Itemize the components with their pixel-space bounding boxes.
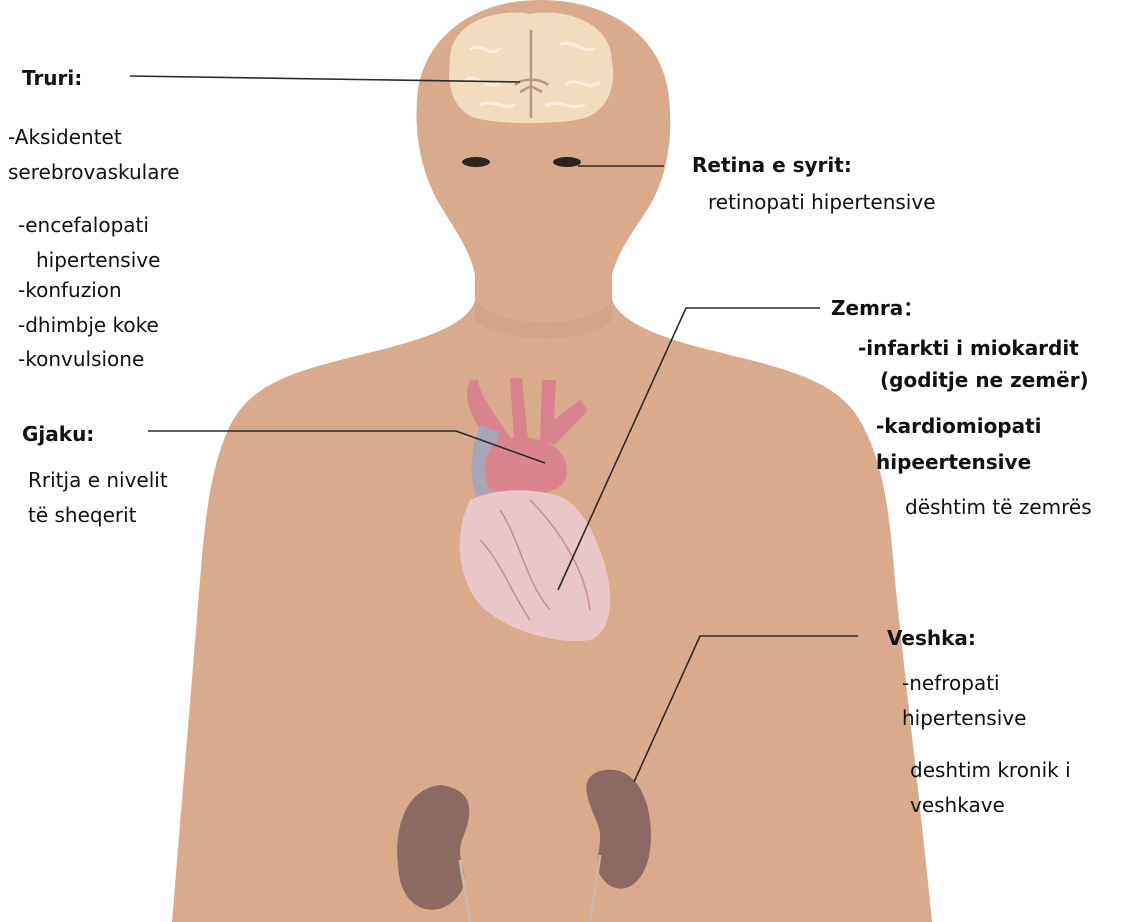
brain-label-line: serebrovaskulare bbox=[8, 162, 180, 182]
brain-illustration bbox=[449, 13, 613, 123]
brain-label-line: hipertensive bbox=[36, 250, 160, 270]
brain-label-line: -dhimbje koke bbox=[18, 315, 159, 335]
heart-label-line: -infarkti i miokardit bbox=[858, 338, 1079, 358]
kidney-label-title: Veshka: bbox=[887, 628, 976, 648]
left-eye bbox=[462, 157, 490, 167]
brain-label-line: -encefalopati bbox=[18, 215, 149, 235]
brain-label-line: -konfuzion bbox=[18, 280, 122, 300]
heart-label-title: Zemra： bbox=[831, 298, 923, 318]
heart-label-line: hipeertensive bbox=[876, 452, 1031, 472]
kidney-label-line: hipertensive bbox=[902, 708, 1026, 728]
retina-label-line: retinopati hipertensive bbox=[708, 192, 936, 212]
brain-label-line: -konvulsione bbox=[18, 349, 144, 369]
blood-label-line: Rritja e nivelit bbox=[28, 470, 168, 490]
blood-label-title: Gjaku: bbox=[22, 424, 94, 444]
brain-label-title: Truri: bbox=[22, 68, 82, 88]
right-eye bbox=[553, 157, 581, 167]
brain-label-line: -Aksidentet bbox=[8, 127, 122, 147]
retina-label-title: Retina e syrit: bbox=[692, 155, 852, 175]
heart-label-line: dështim të zemrës bbox=[905, 497, 1092, 517]
kidney-label-line: deshtim kronik i bbox=[910, 760, 1071, 780]
blood-label-line: të sheqerit bbox=[28, 505, 137, 525]
kidney-label-line: veshkave bbox=[910, 795, 1005, 815]
heart-label-line: -kardiomiopati bbox=[876, 416, 1042, 436]
heart-label-line: (goditje ne zemër) bbox=[880, 370, 1089, 390]
kidney-label-line: -nefropati bbox=[902, 673, 1000, 693]
